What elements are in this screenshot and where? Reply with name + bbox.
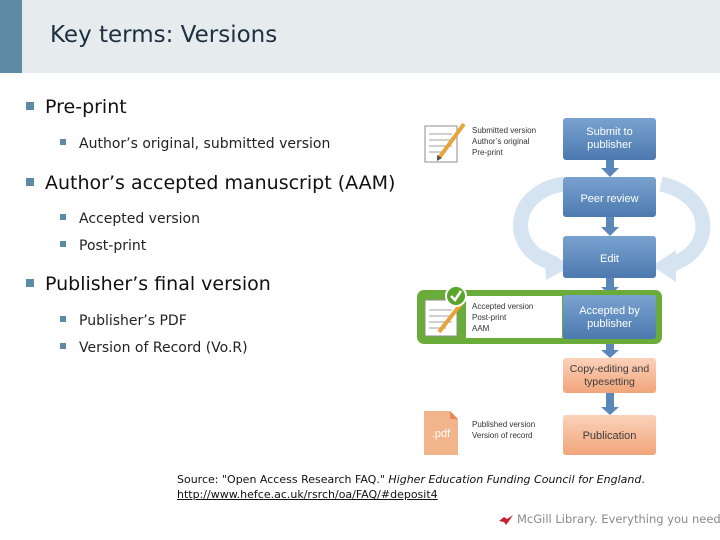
- published-version-labels: Published version Version of record: [472, 420, 535, 440]
- down-arrow: [601, 393, 619, 415]
- svg-text:Publication: Publication: [583, 430, 637, 442]
- sub-bullet: Author’s original, submitted version: [60, 136, 330, 152]
- bullet-final-version: Publisher’s final version: [26, 273, 271, 295]
- svg-text:Peer review: Peer review: [580, 193, 638, 205]
- bird-logo-icon: [499, 514, 513, 525]
- sub-bullet: Accepted version: [60, 211, 200, 227]
- svg-text:Pre-print: Pre-print: [472, 148, 503, 157]
- source-link[interactable]: http://www.hefce.ac.uk/rsrch/oa/FAQ/#dep…: [177, 488, 438, 501]
- submitted-version-labels: Submitted version Author’s original Pre-…: [472, 126, 536, 157]
- header-accent-bar: [0, 0, 22, 73]
- source-citation: Source: "Open Access Research FAQ." High…: [177, 473, 645, 501]
- accepted-label-panel: [466, 296, 562, 338]
- bullet-marker: [26, 101, 34, 110]
- bullet-marker: [60, 316, 66, 322]
- svg-text:Post-print: Post-print: [472, 313, 507, 322]
- bullet-marker: [26, 278, 34, 287]
- bullet-marker: [60, 241, 66, 247]
- svg-text:AAM: AAM: [472, 324, 490, 333]
- sub-bullet: Version of Record (Vo.R): [60, 340, 248, 356]
- cycle-arrow-left: [513, 176, 566, 272]
- slide-header: Key terms: Versions: [0, 0, 720, 73]
- cycle-arrowhead-right: [652, 250, 676, 282]
- stage-peer-review: Peer review: [563, 177, 656, 217]
- cycle-arrow-right: [658, 176, 711, 274]
- svg-text:Submitted version: Submitted version: [472, 126, 536, 135]
- down-arrow: [601, 160, 619, 177]
- bullet-marker: [26, 177, 34, 186]
- bullet-marker: [60, 214, 66, 220]
- down-arrow: [601, 217, 619, 236]
- sub-bullet: Post-print: [60, 238, 146, 254]
- bullet-marker: [60, 343, 66, 349]
- bullet-marker: [60, 139, 66, 145]
- slide-title: Key terms: Versions: [50, 22, 278, 48]
- svg-text:Version of record: Version of record: [472, 431, 532, 440]
- svg-text:Accepted version: Accepted version: [472, 302, 533, 311]
- document-check-icon: [424, 285, 467, 337]
- accepted-version-labels: Accepted version Post-print AAM: [472, 302, 533, 333]
- bullet-aam: Author’s accepted manuscript (AAM): [26, 172, 395, 194]
- bullet-pre-print: Pre-print: [26, 96, 127, 118]
- svg-text:Edit: Edit: [600, 253, 619, 265]
- document-pencil-icon: [424, 122, 466, 163]
- svg-text:Published version: Published version: [472, 420, 535, 429]
- footer-brand: McGill Library. Everything you need.: [498, 512, 720, 526]
- sub-bullet: Publisher’s PDF: [60, 313, 187, 329]
- down-arrow: [601, 344, 619, 358]
- pdf-icon: .pdf: [424, 411, 458, 455]
- stage-publication: Publication: [563, 415, 656, 455]
- cycle-arrowhead-left: [544, 250, 572, 280]
- stage-edit: Edit: [563, 236, 656, 278]
- svg-text:.pdf: .pdf: [432, 428, 451, 440]
- svg-text:Author’s original: Author’s original: [472, 137, 530, 146]
